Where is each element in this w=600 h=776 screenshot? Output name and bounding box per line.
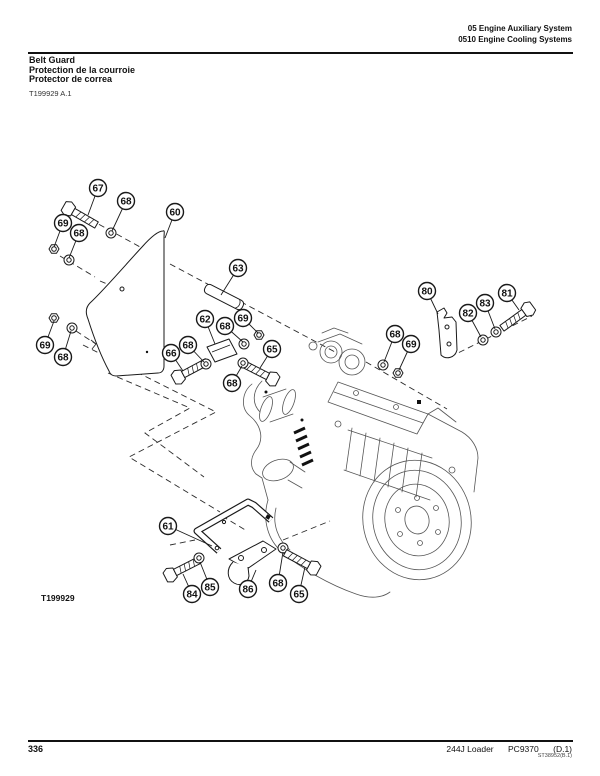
part-strap-61 [193, 498, 274, 554]
callout-69: 69 [35, 320, 55, 355]
part-washer-68c [66, 322, 78, 334]
callout-61: 61 [158, 516, 213, 547]
svg-text:68: 68 [73, 229, 85, 240]
part-nut-69d [392, 368, 404, 378]
svg-text:68: 68 [219, 322, 231, 333]
part-washer-82 [477, 334, 489, 346]
svg-text:84: 84 [186, 590, 198, 601]
svg-text:69: 69 [39, 341, 51, 352]
footer-revision: (D.1) [553, 744, 572, 754]
part-washer-68d [238, 338, 250, 350]
callout-68: 68 [111, 191, 136, 232]
callout-68: 68 [68, 223, 89, 259]
page-number: 336 [28, 744, 44, 754]
svg-text:60: 60 [169, 208, 181, 219]
belt-guard-part [85, 230, 165, 377]
svg-text:69: 69 [237, 314, 249, 325]
footer-publication: 244J Loader PC9370 (D.1) [434, 744, 572, 754]
callout-68: 68 [178, 335, 205, 363]
callout-83: 83 [475, 293, 496, 330]
svg-text:66: 66 [165, 349, 177, 360]
callout-66: 66 [161, 343, 184, 372]
callout-65: 65 [259, 339, 282, 369]
callout-84: 84 [182, 573, 202, 604]
part-bracket-80 [436, 307, 458, 359]
callout-69: 69 [398, 334, 421, 371]
svg-text:69: 69 [57, 219, 69, 230]
part-washer-68a [105, 227, 117, 239]
callout-69: 69 [53, 213, 73, 248]
header-rule [28, 52, 573, 54]
callout-63: 63 [220, 258, 248, 296]
svg-text:82: 82 [462, 309, 474, 320]
part-washer-68f [237, 357, 249, 369]
svg-text:86: 86 [242, 585, 254, 596]
callout-80: 80 [417, 281, 439, 315]
svg-text:68: 68 [182, 341, 194, 352]
part-bracket-86 [227, 540, 277, 586]
callout-68: 68 [268, 551, 288, 593]
part-bolt-81 [497, 299, 538, 335]
svg-text:80: 80 [421, 287, 433, 298]
svg-text:81: 81 [501, 289, 513, 300]
hardware-parts [48, 199, 538, 586]
svg-text:68: 68 [272, 579, 284, 590]
svg-text:68: 68 [120, 197, 132, 208]
title-spanish: Protector de correa [29, 74, 113, 84]
part-washer-83 [490, 326, 502, 338]
svg-text:69: 69 [405, 340, 417, 351]
svg-text:67: 67 [92, 184, 104, 195]
svg-text:83: 83 [479, 299, 491, 310]
callout-layer: 67 68 60 69 68 63 69 68 62 68 69 66 68 65 68 80 81 83 82 68… [35, 178, 520, 604]
footer-catalog: PC9370 [508, 744, 539, 754]
header-section: 05 Engine Auxiliary System [467, 24, 572, 33]
title-block: Belt Guard Protection de la courroie Pro… [29, 55, 136, 85]
callout-62: 62 [195, 309, 216, 345]
svg-text:85: 85 [204, 583, 216, 594]
title-english: Belt Guard [29, 55, 76, 65]
footer-print-ref: ST38952(B.1) [537, 753, 572, 759]
footer-rule [28, 740, 573, 742]
part-bolt-65b [281, 545, 323, 578]
svg-text:65: 65 [293, 590, 305, 601]
callout-82: 82 [458, 303, 482, 338]
header-subsection: 0510 Engine Cooling Systems [458, 35, 572, 44]
svg-text:68: 68 [226, 379, 238, 390]
callout-81: 81 [497, 283, 520, 311]
footer-model: 244J Loader [446, 744, 494, 754]
part-washer-85 [193, 552, 205, 564]
callout-85: 85 [199, 561, 220, 597]
svg-text:68: 68 [57, 353, 69, 364]
part-nut-69c [253, 330, 265, 340]
figure-label: T199929 [41, 593, 75, 603]
callout-68: 68 [215, 316, 244, 343]
svg-text:68: 68 [389, 330, 401, 341]
part-washer-68g [377, 359, 389, 371]
callout-69: 69 [233, 308, 259, 334]
callout-68: 68 [222, 365, 243, 393]
svg-text:61: 61 [162, 522, 174, 533]
part-washer-68b [63, 254, 75, 266]
title-french: Protection de la courroie [29, 64, 136, 75]
svg-text:65: 65 [266, 345, 278, 356]
header-section-block: 05 Engine Auxiliary System 0510 Engine C… [458, 23, 572, 45]
callout-68: 68 [383, 324, 405, 363]
callout-67: 67 [87, 178, 108, 216]
svg-text:62: 62 [199, 315, 211, 326]
svg-text:63: 63 [232, 264, 244, 275]
engine-assembly-sketch [243, 327, 479, 598]
part-plate-62 [206, 338, 238, 363]
callout-60: 60 [164, 202, 185, 239]
part-spacer-63 [203, 283, 245, 311]
callout-86: 86 [238, 569, 258, 599]
callout-65: 65 [289, 566, 309, 604]
figure-reference: T199929 A.1 [29, 89, 72, 98]
callout-68: 68 [53, 330, 73, 367]
